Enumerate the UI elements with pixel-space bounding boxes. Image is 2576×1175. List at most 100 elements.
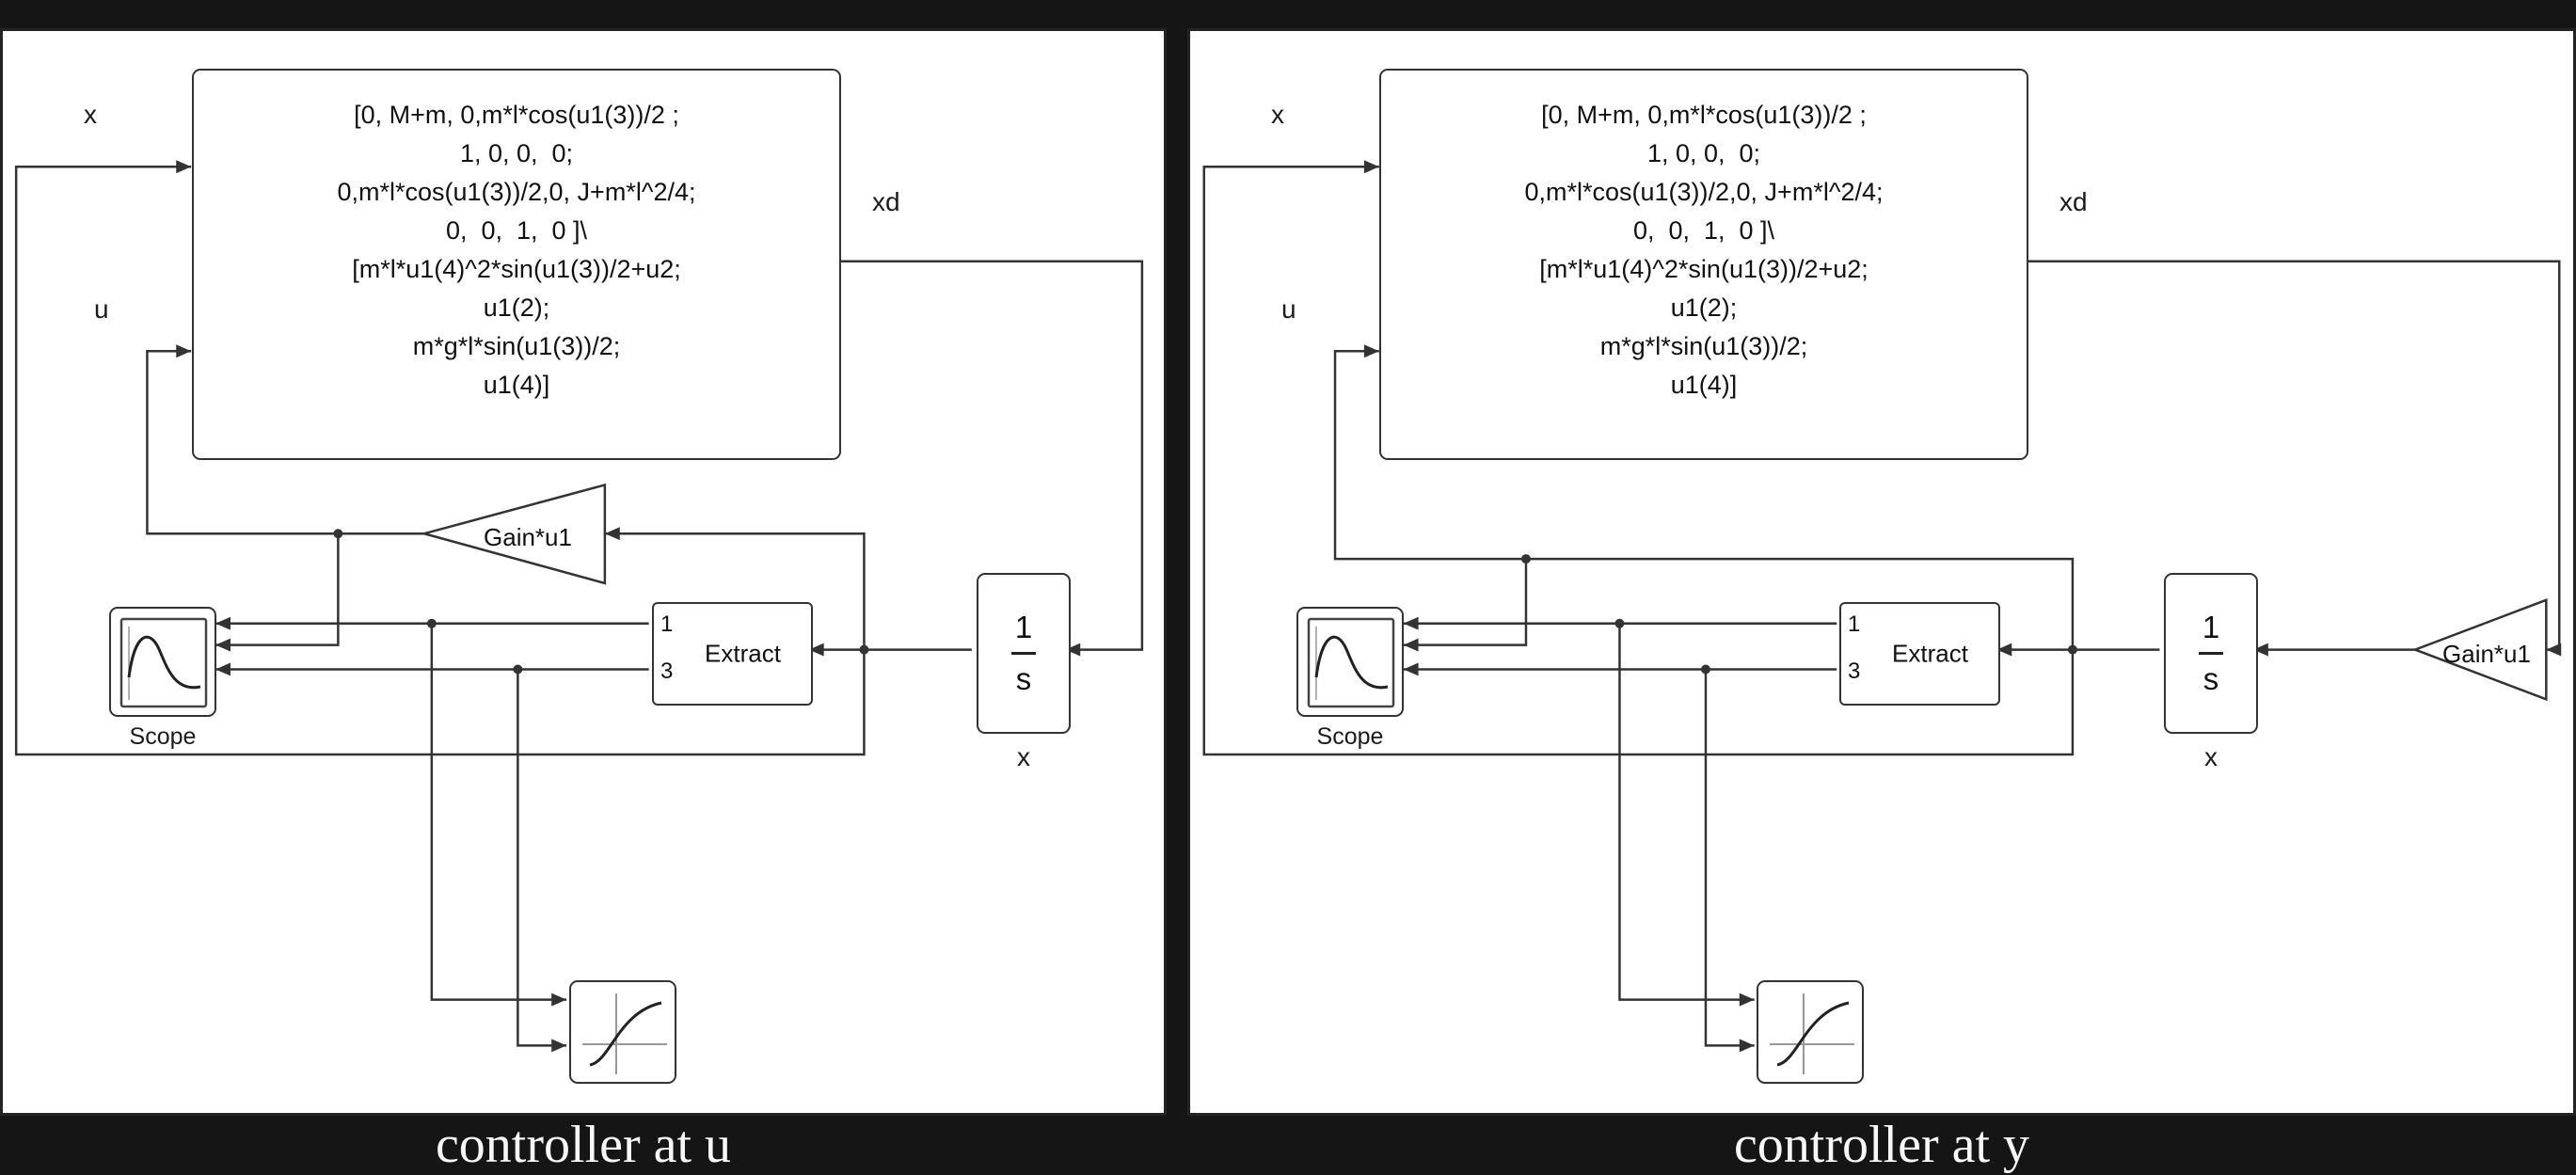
arrowhead — [176, 160, 192, 174]
fcn-line: 0, 0, 1, 0 ]\ — [445, 216, 588, 245]
arrowhead — [2252, 643, 2268, 657]
integrator-block[interactable]: 1 s — [977, 573, 1071, 734]
wire-state-to-gain — [604, 532, 866, 650]
fcn-line: 0, 0, 1, 0 ]\ — [1632, 216, 1775, 245]
arrowhead — [215, 638, 231, 652]
xy-axes-icon — [1770, 993, 1854, 1074]
scope-block[interactable] — [109, 607, 216, 717]
arrowhead — [604, 527, 620, 541]
arrowhead — [1996, 643, 2012, 657]
fcn-line: [0, M+m, 0,m*l*cos(u1(3))/2 ; — [354, 101, 679, 129]
signal-wires[interactable] — [14, 166, 1144, 1047]
scope-name-label: Scope — [129, 723, 197, 750]
fcn-line: 0,m*l*cos(u1(3))/2,0, J+m*l^2/4; — [337, 178, 696, 206]
integrator-name-label: x — [2204, 742, 2218, 771]
input-label-u: u — [94, 294, 109, 324]
integrator-name-label: x — [1017, 742, 1030, 771]
caption-controller-at-u: controller at u — [435, 1116, 732, 1174]
arrowhead — [1403, 638, 1419, 652]
junction-dots — [333, 529, 869, 675]
wire-extract1-to-xy — [430, 623, 567, 1001]
extract-port-1: 1 — [660, 611, 674, 637]
wire-layer[interactable] — [3, 31, 1164, 1113]
fcn-line: u1(4)] — [483, 371, 550, 399]
arrowhead — [1403, 662, 1419, 676]
gain-block-shape[interactable] — [420, 483, 607, 585]
junction-dot — [1701, 664, 1710, 675]
wire-gain-to-u-input — [146, 349, 424, 535]
wire-state-to-u-input — [1333, 349, 2075, 650]
junction-dot — [1614, 618, 1625, 628]
integrator-numerator: 1 — [1014, 610, 1033, 644]
fcn-line: u1(4)] — [1670, 371, 1738, 399]
extract-block[interactable]: 1 3 Extract — [1839, 602, 2000, 706]
arrowhead — [2546, 643, 2562, 657]
scope-curve-icon — [119, 617, 208, 708]
wire-u-to-scope — [1403, 559, 1528, 646]
junction-dot — [426, 618, 437, 628]
gain-label: Gain*u1 — [484, 523, 572, 551]
extract-port-1: 1 — [1848, 611, 1861, 637]
fcn-line: [m*l*u1(4)^2*sin(u1(3))/2+u2; — [1539, 255, 1868, 283]
input-label-u: u — [1281, 294, 1296, 324]
wire-extract1-to-xy — [1618, 623, 1755, 1001]
extract-label: Extract — [1892, 639, 1968, 668]
arrowhead — [1739, 992, 1755, 1007]
fcn-block[interactable]: [0, M+m, 0,m*l*cos(u1(3))/2 ; 1, 0, 0, 0… — [192, 69, 841, 460]
extract-port-3: 3 — [1848, 659, 1861, 684]
extract-block[interactable]: 1 3 Extract — [652, 602, 813, 706]
extract-port-3: 3 — [660, 659, 674, 684]
integrator-block[interactable]: 1 s — [2164, 573, 2258, 734]
fcn-block[interactable]: [0, M+m, 0,m*l*cos(u1(3))/2 ; 1, 0, 0, 0… — [1379, 69, 2028, 460]
fcn-line: [0, M+m, 0,m*l*cos(u1(3))/2 ; — [1541, 101, 1867, 129]
arrowhead — [1403, 616, 1419, 630]
arrowhead — [1363, 160, 1379, 174]
wire-u-to-scope — [215, 533, 340, 646]
scope-curve-icon — [1307, 617, 1395, 708]
fcn-line: 1, 0, 0, 0; — [459, 139, 574, 167]
arrowhead — [551, 1039, 567, 1053]
input-label-x: x — [84, 100, 97, 129]
fcn-line: u1(2); — [1670, 294, 1738, 322]
xy-axes-icon — [582, 993, 667, 1074]
wire-state-to-x-input — [14, 166, 866, 756]
caption-controller-at-y: controller at y — [1733, 1116, 2030, 1174]
arrowhead — [176, 344, 192, 358]
integrator-numerator: 1 — [2202, 610, 2220, 644]
model-panel-controller-at-u: [0, M+m, 0,m*l*cos(u1(3))/2 ; 1, 0, 0, 0… — [0, 28, 1167, 1116]
gain-label: Gain*u1 — [2442, 640, 2531, 668]
integrator-denominator: s — [2202, 661, 2219, 696]
wire-xd-to-gain — [2025, 260, 2561, 651]
arrowhead — [1065, 643, 1081, 657]
junction-dot — [513, 664, 523, 675]
xy-graph-block[interactable] — [1757, 980, 1864, 1084]
fcn-line: 1, 0, 0, 0; — [1646, 139, 1761, 167]
extract-label: Extract — [705, 639, 781, 668]
integrator-denominator: s — [1015, 661, 1032, 696]
fcn-line: 0,m*l*cos(u1(3))/2,0, J+m*l^2/4; — [1524, 178, 1884, 206]
output-label-xd: xd — [2059, 187, 2088, 216]
scope-name-label: Scope — [1316, 723, 1384, 750]
fcn-line: u1(2); — [483, 294, 550, 322]
junction-dot — [859, 644, 869, 655]
fraction-bar — [2199, 652, 2223, 655]
fraction-bar — [1011, 652, 1036, 655]
junction-dot — [1520, 554, 1531, 564]
arrowhead — [1739, 1039, 1755, 1053]
arrowheads — [1363, 160, 2562, 1053]
wire-extract3-to-xy — [1704, 669, 1755, 1047]
model-panel-controller-at-y: [0, M+m, 0,m*l*cos(u1(3))/2 ; 1, 0, 0, 0… — [1187, 28, 2576, 1116]
wire-layer[interactable] — [1190, 31, 2573, 1113]
junction-dot — [333, 529, 343, 539]
scope-block[interactable] — [1296, 607, 1404, 717]
arrowhead — [551, 992, 567, 1007]
junction-dot — [2067, 644, 2077, 655]
arrowhead — [808, 643, 824, 657]
output-label-xd: xd — [872, 187, 900, 216]
arrowheads — [176, 160, 1081, 1053]
wire-state-to-x-input — [1202, 166, 2075, 756]
junction-dots — [1520, 554, 2077, 675]
wire-extract3-to-xy — [517, 669, 567, 1047]
xy-graph-block[interactable] — [569, 980, 676, 1084]
fcn-line: m*g*l*sin(u1(3))/2; — [1599, 332, 1808, 360]
